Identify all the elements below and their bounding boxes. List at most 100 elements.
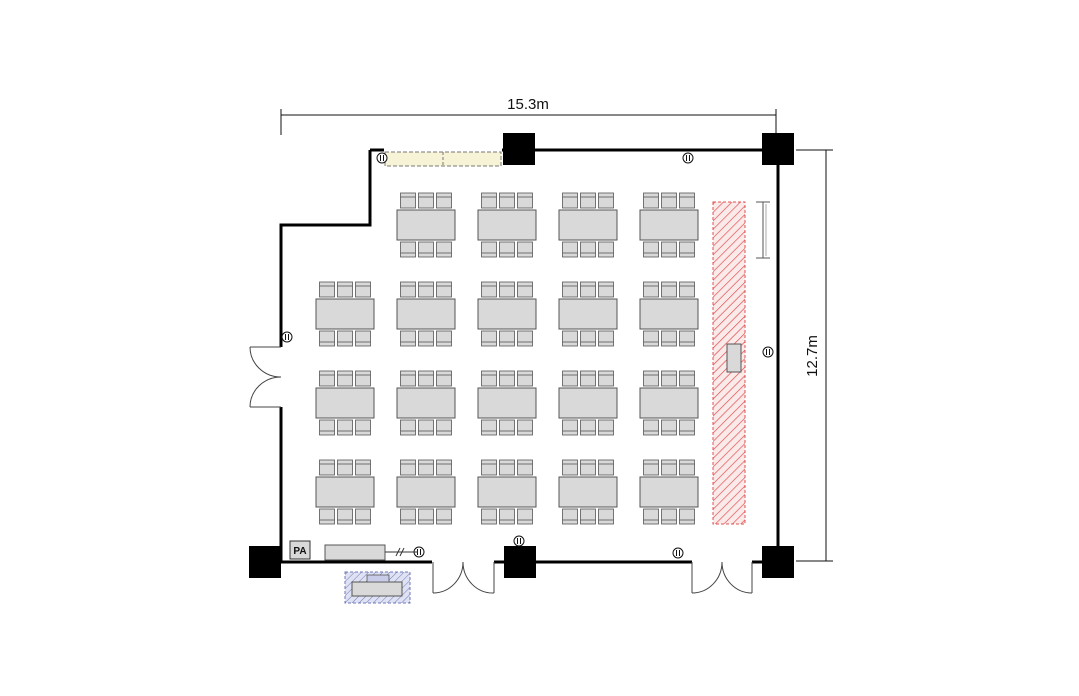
table xyxy=(477,476,537,508)
chair xyxy=(400,370,416,387)
chair xyxy=(337,370,353,387)
table xyxy=(639,298,699,330)
chair xyxy=(679,508,695,525)
outlet-icon xyxy=(672,547,684,559)
chair xyxy=(661,281,677,298)
chair xyxy=(400,459,416,476)
chair xyxy=(517,192,533,209)
chair xyxy=(319,419,335,436)
chair xyxy=(481,419,497,436)
chair xyxy=(517,241,533,258)
chair xyxy=(643,192,659,209)
table-group xyxy=(477,281,537,347)
chair xyxy=(481,508,497,525)
table xyxy=(396,387,456,419)
column-icon xyxy=(249,546,281,578)
seating-area xyxy=(315,192,699,525)
chair xyxy=(562,330,578,347)
chair xyxy=(436,330,452,347)
chair xyxy=(679,281,695,298)
table-group xyxy=(315,370,375,436)
pa-icon[interactable]: PA xyxy=(289,540,311,560)
counter xyxy=(324,544,418,561)
chair xyxy=(337,281,353,298)
chair xyxy=(562,281,578,298)
table xyxy=(315,298,375,330)
chair xyxy=(436,419,452,436)
table-group xyxy=(396,370,456,436)
chair xyxy=(319,281,335,298)
width-dimension: 15.3m xyxy=(280,96,777,135)
chair xyxy=(517,508,533,525)
chair xyxy=(562,459,578,476)
pa-label: PA xyxy=(293,546,306,557)
chair xyxy=(643,241,659,258)
chair xyxy=(436,241,452,258)
outlet-icon xyxy=(281,331,293,343)
height-label: 12.7m xyxy=(804,335,821,377)
chair xyxy=(598,192,614,209)
chair xyxy=(562,241,578,258)
table-group xyxy=(639,370,699,436)
chair xyxy=(400,281,416,298)
chair xyxy=(517,459,533,476)
chair xyxy=(319,508,335,525)
chair xyxy=(355,459,371,476)
table-group xyxy=(639,459,699,525)
chair xyxy=(400,419,416,436)
chair xyxy=(661,419,677,436)
chair xyxy=(436,508,452,525)
table xyxy=(558,476,618,508)
chair xyxy=(661,459,677,476)
height-dimension: 12.7m xyxy=(796,149,833,562)
table-group xyxy=(558,192,618,258)
table-group xyxy=(396,192,456,258)
chair xyxy=(499,192,515,209)
table-group xyxy=(477,459,537,525)
table xyxy=(477,387,537,419)
chair xyxy=(661,192,677,209)
screen-icon xyxy=(756,201,770,259)
chair xyxy=(517,370,533,387)
chair xyxy=(481,330,497,347)
table xyxy=(639,209,699,241)
chair xyxy=(580,281,596,298)
chair xyxy=(337,459,353,476)
chair xyxy=(562,192,578,209)
table xyxy=(396,476,456,508)
chair xyxy=(643,281,659,298)
chair xyxy=(436,281,452,298)
chair xyxy=(643,330,659,347)
chair xyxy=(598,281,614,298)
chair xyxy=(337,419,353,436)
table xyxy=(396,209,456,241)
chair xyxy=(319,459,335,476)
chair xyxy=(499,508,515,525)
chair xyxy=(598,508,614,525)
table-group xyxy=(558,370,618,436)
table xyxy=(558,209,618,241)
chair xyxy=(481,192,497,209)
door-icon[interactable] xyxy=(432,561,495,594)
table-group xyxy=(396,281,456,347)
chair xyxy=(499,459,515,476)
table-group xyxy=(558,459,618,525)
chair xyxy=(598,419,614,436)
chair xyxy=(481,459,497,476)
table-group xyxy=(396,459,456,525)
chair xyxy=(418,419,434,436)
chair xyxy=(643,419,659,436)
door-icon[interactable] xyxy=(249,346,283,408)
chair xyxy=(481,370,497,387)
chair xyxy=(337,330,353,347)
chair xyxy=(436,459,452,476)
chair xyxy=(499,281,515,298)
chair xyxy=(499,370,515,387)
chair xyxy=(679,459,695,476)
chair xyxy=(580,241,596,258)
table xyxy=(477,298,537,330)
door-icon[interactable] xyxy=(691,561,753,594)
table-group xyxy=(639,281,699,347)
chair xyxy=(679,192,695,209)
